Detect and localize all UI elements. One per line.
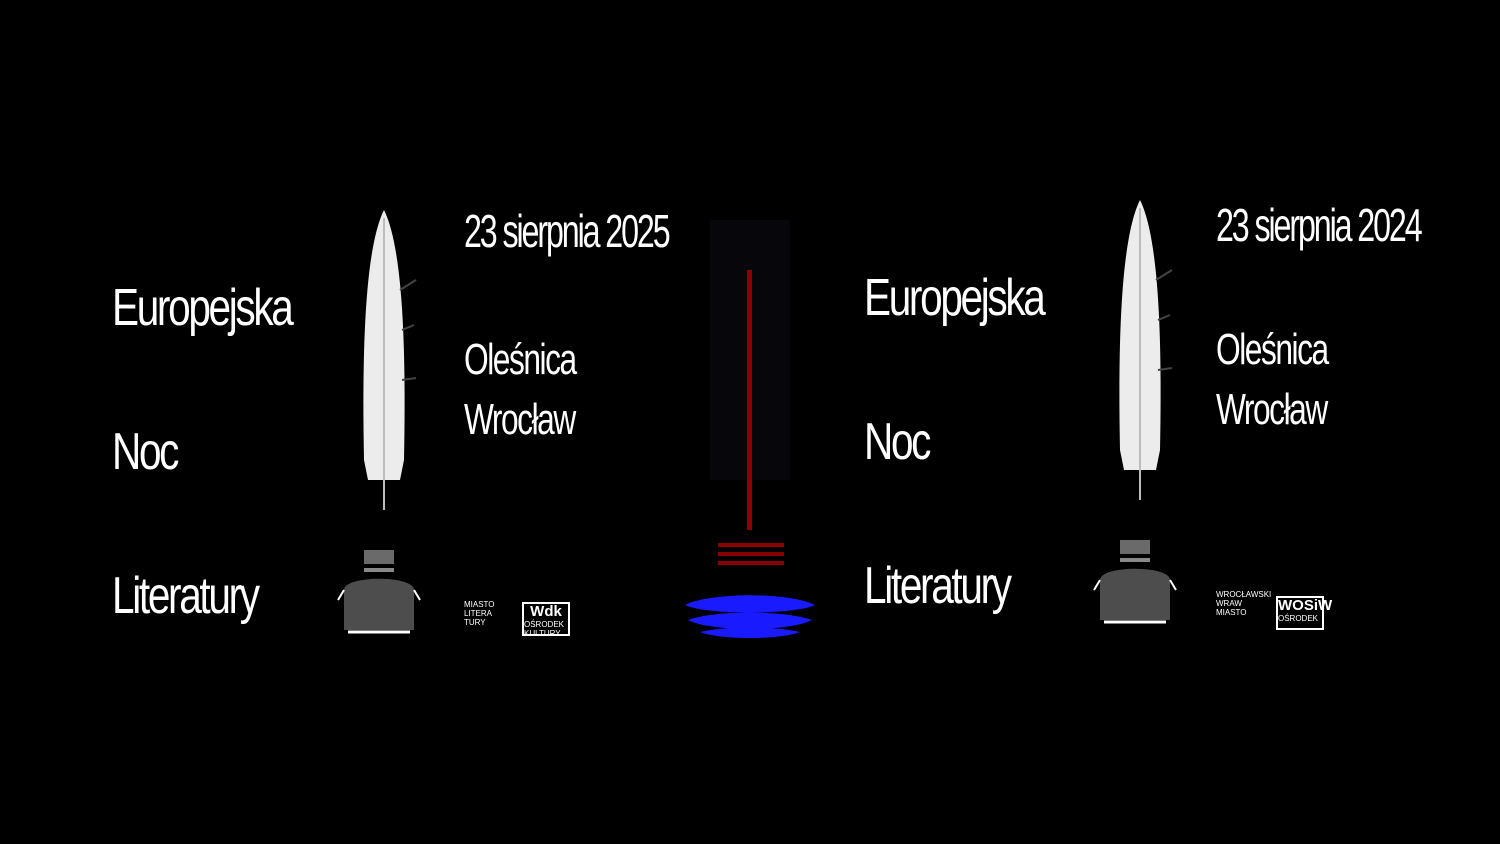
left-title-line-2: Noc (112, 423, 179, 481)
right-place-line-2: Wrocław (1216, 385, 1328, 434)
left-logo-wdk: Wdk OŚRODEK KULTURY (522, 602, 570, 638)
right-title-line-2: Noc (864, 413, 931, 471)
feather-icon (1119, 200, 1173, 500)
inkwell-icon (1093, 540, 1177, 624)
left-place-line-2: Wrocław (464, 395, 576, 444)
right-place: Oleśnica Wrocław (1216, 320, 1329, 440)
right-logo1-line-3: MIASTO (1216, 608, 1247, 617)
left-logo1-line-2: LITERA (464, 609, 493, 618)
right-place-line-1: Oleśnica (1216, 325, 1329, 374)
left-date: 23 sierpnia 2025 (464, 205, 671, 257)
right-logo-wosiw: WOSiW OŚRODEK (1276, 596, 1333, 630)
left-title-line-1: Europejska (112, 279, 294, 337)
left-title-line-3: Literatury (112, 567, 260, 625)
right-logo2-line-2: OŚRODEK (1278, 614, 1319, 623)
right-logo1-line-1: WROCŁAWSKI (1216, 590, 1272, 599)
center-red-line (747, 270, 752, 530)
left-logo2-line-1: Wdk (530, 603, 562, 620)
feather-icon (363, 210, 417, 510)
right-title-line-3: Literatury (864, 557, 1012, 615)
left-poster: Europejska Noc Literatury 23 sierpnia 20… (112, 180, 702, 660)
right-logo-wroclawski: WROCŁAWSKI WRAW MIASTO (1216, 590, 1272, 630)
left-logo1-line-1: MIASTO (464, 600, 495, 609)
left-title: Europejska Noc Literatury (112, 200, 294, 704)
right-logo2-line-1: WOSiW (1278, 597, 1333, 614)
right-date: 23 sierpnia 2024 (1216, 199, 1423, 251)
left-logo-miasto-literatury: MIASTO LITERA TURY (464, 600, 500, 640)
ink-pool-icon (685, 595, 815, 638)
left-place: Oleśnica Wrocław (464, 330, 577, 450)
center-art (685, 220, 815, 638)
right-logo1-line-2: WRAW (1216, 599, 1242, 608)
left-logo1-line-3: TURY (464, 618, 486, 627)
left-logo2-line-3: KULTURY (524, 629, 561, 638)
left-place-line-1: Oleśnica (464, 335, 577, 384)
right-title-line-1: Europejska (864, 269, 1046, 327)
right-poster: Europejska Noc Literatury 23 sierpnia 20… (864, 180, 1454, 660)
left-logo2-line-2: OŚRODEK (524, 620, 565, 629)
inkwell-icon (337, 550, 421, 634)
right-title: Europejska Noc Literatury (864, 190, 1046, 694)
